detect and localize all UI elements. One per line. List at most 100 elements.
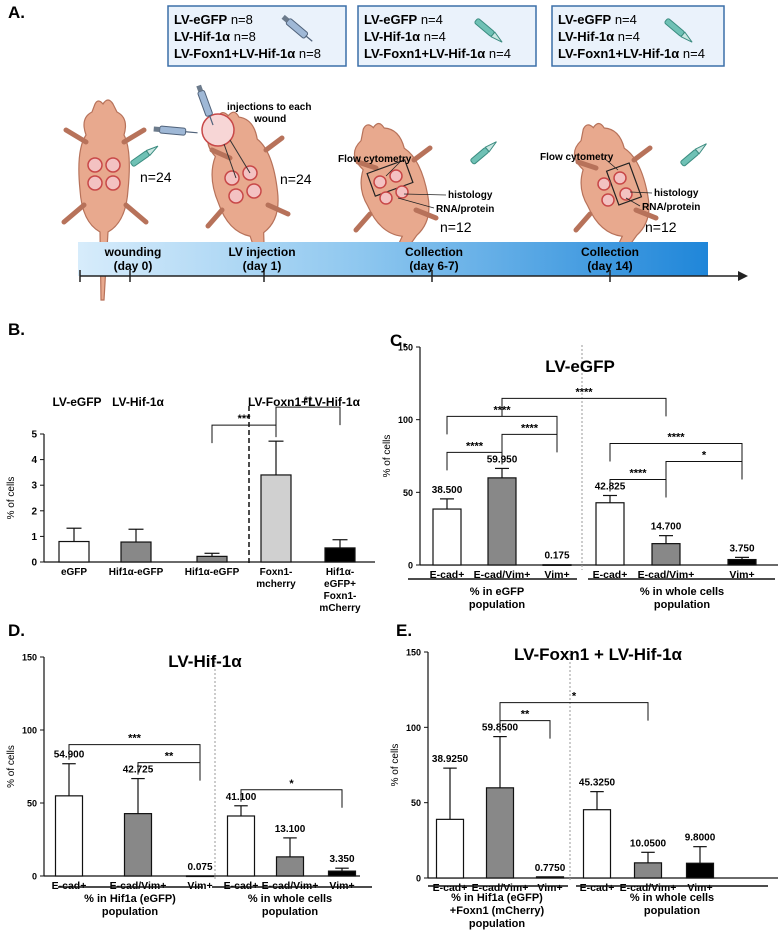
group-box-3-line-2: LV-Hif-1α n=4 (558, 29, 640, 44)
data-label: 0.175 (544, 551, 569, 562)
panel-letter: D. (8, 621, 25, 640)
significance-label: **** (466, 440, 484, 452)
y-tick-label: 4 (31, 455, 37, 466)
bar (275, 856, 305, 877)
significance-bracket (499, 702, 649, 721)
significance-label: ** (165, 751, 174, 763)
group-label: % in whole cells (640, 586, 724, 598)
data-label: 3.350 (329, 854, 354, 865)
group-title: LV-Hif-1α (112, 395, 164, 409)
data-label: 10.0500 (630, 838, 667, 849)
y-tick-label: 150 (22, 653, 37, 663)
significance-label: * (702, 449, 707, 461)
data-label: 38.500 (432, 485, 463, 496)
category-label: eGFP+ (324, 579, 356, 590)
significance-label: *** (128, 733, 142, 745)
bar (485, 787, 515, 879)
data-label: 9.8000 (685, 833, 716, 844)
y-tick-label: 50 (403, 488, 413, 498)
group-title: LV-Foxn1+LV-Hif-1α (248, 395, 361, 409)
group-label: +Foxn1 (mCherry) (450, 905, 545, 917)
bar (535, 876, 565, 879)
bar (651, 543, 681, 566)
bar (727, 558, 757, 566)
timeline-label-2: LV injection (228, 245, 295, 259)
data-label: 0.7750 (535, 863, 566, 874)
significance-bracket (446, 451, 503, 471)
category-label: Hif1α- (326, 567, 354, 578)
category-label: eGFP (61, 567, 87, 578)
timeline-sub-2: (day 1) (243, 259, 282, 273)
y-tick-label: 150 (398, 343, 413, 353)
group-label: population (262, 906, 318, 918)
significance-label: **** (629, 467, 647, 479)
category-label: E-cad+ (52, 880, 87, 892)
data-label: 0.075 (187, 862, 212, 873)
significance-bracket (137, 762, 201, 781)
bar (542, 564, 572, 566)
y-tick-label: 0 (416, 874, 421, 884)
data-label: 3.750 (729, 543, 754, 554)
significance-label: **** (667, 431, 685, 443)
scalpel-icon (664, 18, 693, 43)
y-tick-label: 100 (406, 723, 421, 733)
panel-a: A. LV-eGFP n=8 LV-Hif-1α n=8 LV-Foxn1+LV… (8, 3, 748, 301)
group-label: population (644, 905, 700, 917)
group-box-3-frame (551, 5, 725, 67)
category-label: Hif1α-eGFP (109, 567, 164, 578)
scalpel-icon (470, 141, 497, 165)
mouse-wounding-illustration (61, 99, 149, 301)
significance-label: * (289, 778, 294, 790)
category-label: Vim+ (687, 882, 712, 894)
panel-letter: C. (390, 331, 407, 350)
significance-label: * (572, 691, 577, 703)
category-label: Vim+ (537, 882, 562, 894)
group-box-1-line-2: LV-Hif-1α n=8 (174, 29, 256, 44)
group-box-3-line-3: LV-Foxn1+LV-Hif-1α n=4 (558, 46, 705, 61)
group-box-1-line-3: LV-Foxn1+LV-Hif-1α n=8 (174, 46, 321, 61)
bar (327, 870, 357, 877)
group-label: population (654, 599, 710, 611)
category-label: E-cad+ (224, 880, 259, 892)
category-label: E-cad/Vim+ (474, 569, 531, 581)
y-axis-label: % of cells (382, 435, 393, 478)
bar (595, 502, 625, 566)
significance-bracket (275, 406, 341, 426)
group-box-3: LV-eGFP n=4 LV-Hif-1α n=4 LV-Foxn1+LV-Hi… (551, 5, 725, 67)
group-label: % in Hif1a (eGFP) (84, 893, 176, 905)
scalpel-icon (130, 145, 159, 167)
syringe-icon (153, 125, 198, 136)
group-label: % in whole cells (630, 892, 714, 904)
rna-protein-label-2: RNA/protein (642, 202, 700, 213)
y-axis-label: % of cells (6, 745, 17, 788)
category-label: Hif1α-eGFP (185, 567, 240, 578)
y-tick-label: 0 (408, 561, 413, 571)
category-label: E-cad/Vim+ (262, 880, 319, 892)
significance-bracket (501, 433, 558, 453)
group-box-1-frame (167, 5, 347, 67)
significance-bracket (211, 424, 277, 444)
significance-label: **** (575, 386, 593, 398)
syringe-icon (196, 84, 214, 126)
category-label: E-cad/Vim+ (472, 882, 529, 894)
category-label: mCherry (319, 603, 361, 614)
n-label-2: n=24 (280, 171, 312, 187)
category-label: E-cad/Vim+ (110, 880, 167, 892)
chart-title: LV-Foxn1 + LV-Hif-1α (514, 645, 683, 664)
data-label: 13.100 (275, 824, 306, 835)
group-label: population (469, 918, 525, 930)
timeline-sub-4: (day 14) (587, 259, 632, 273)
group-box-2-line-3: LV-Foxn1+LV-Hif-1α n=4 (364, 46, 511, 61)
category-label: E-cad+ (593, 569, 628, 581)
y-tick-label: 2 (31, 506, 37, 517)
timeline-label-1: wounding (104, 245, 162, 259)
histology-label-1: histology (448, 190, 493, 201)
significance-bracket (501, 397, 667, 417)
category-label: E-cad+ (580, 882, 615, 894)
y-tick-label: 150 (406, 648, 421, 658)
group-title: LV-eGFP (52, 395, 101, 409)
group-box-1: LV-eGFP n=8 LV-Hif-1α n=8 LV-Foxn1+LV-Hi… (167, 5, 347, 67)
